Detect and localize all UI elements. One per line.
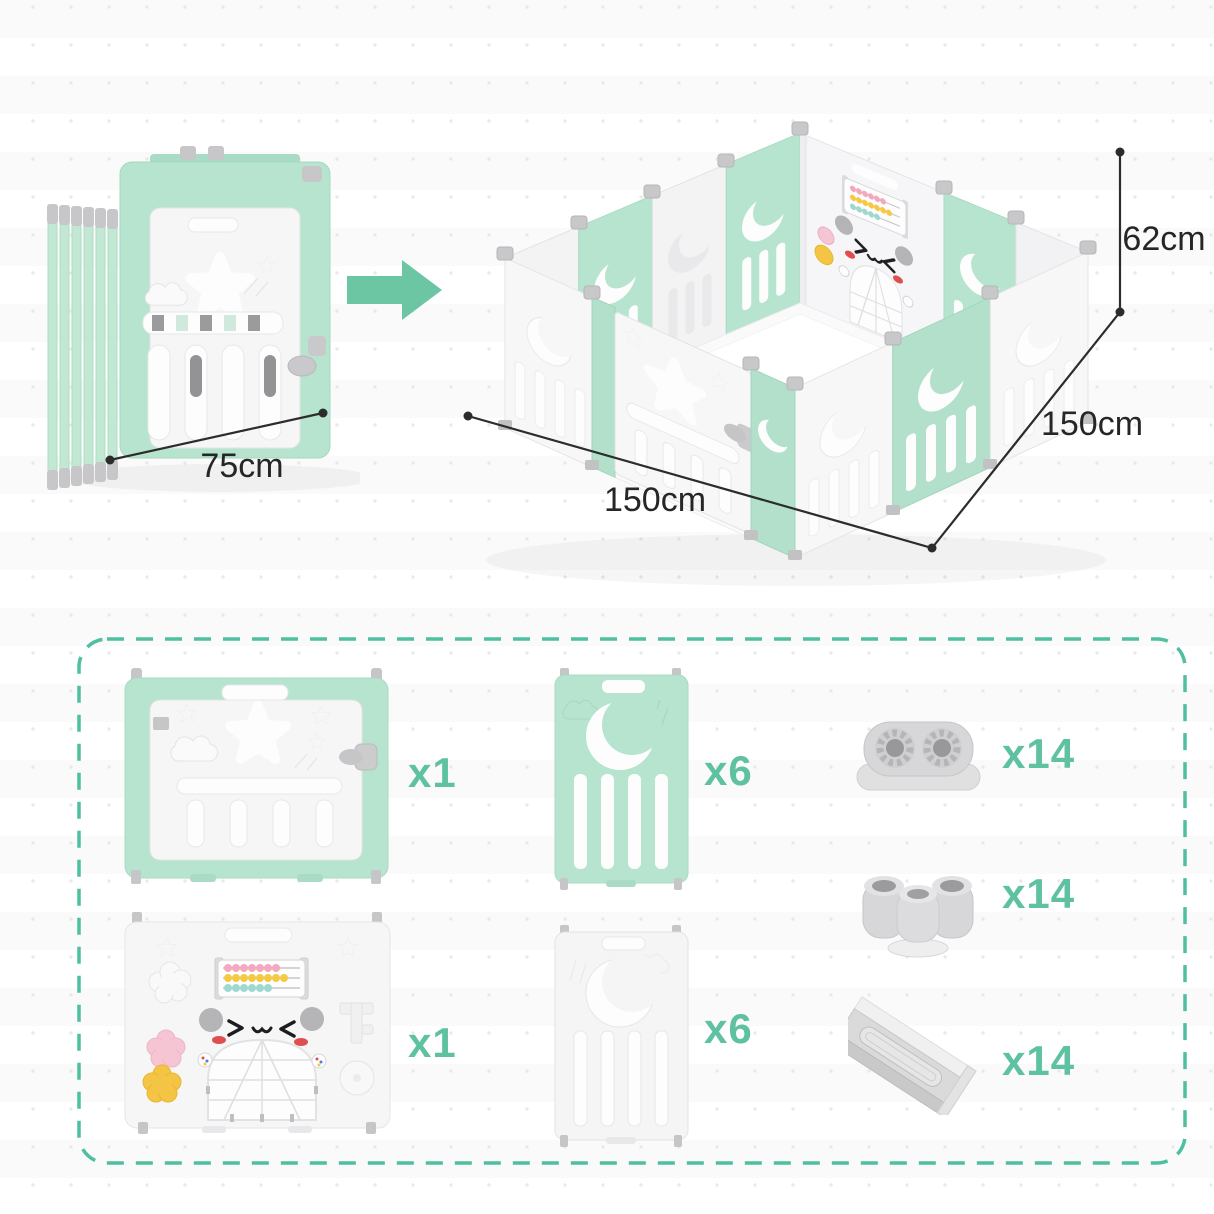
assembled-playpen-illustration: 150cm 150cm 62cm: [463, 121, 1206, 560]
socket-foot-connector-part: [856, 721, 981, 791]
handle-slot: [224, 927, 293, 943]
net-dome: [197, 1038, 327, 1122]
qty-mint-moon-panel: x6: [704, 747, 753, 794]
parts-box-border: [77, 637, 1187, 1165]
moon-cutout-icon: [586, 695, 662, 770]
foot-clips: [498, 414, 1095, 560]
socket-left: [875, 728, 915, 768]
abacus-toy: [214, 957, 309, 1000]
yellow-flower-toy: [142, 1064, 182, 1103]
door-latch: [287, 355, 317, 377]
t-shape-emboss: [339, 1002, 374, 1044]
oval-slot: [859, 1026, 943, 1087]
folded-front-panel: [119, 146, 331, 459]
panel-slats: [574, 774, 668, 869]
panda-activity-wall-panel: [814, 164, 914, 344]
tube-connector-part: [862, 876, 974, 958]
star-door-panel-part: [124, 668, 389, 884]
star-door: [614, 312, 755, 534]
cloud-emboss-icon: [148, 961, 192, 1004]
folded-playpen-illustration: 75cm: [47, 146, 360, 492]
door-latch: [339, 749, 363, 765]
height-label: 62cm: [1122, 220, 1205, 258]
panda-activity-panel-part: [124, 912, 391, 1134]
qty-tube-connector: x14: [1002, 870, 1076, 917]
qty-socket-foot: x14: [1002, 730, 1076, 777]
side-depth-label: 150cm: [1041, 405, 1143, 443]
shooting-star-emboss-icon: [243, 256, 276, 297]
handle-slot: [601, 936, 646, 951]
latch-bracket: [308, 336, 326, 356]
folded-width-dimension: 75cm: [105, 408, 328, 485]
slot-interior: [152, 315, 260, 331]
door-latch: [724, 423, 746, 443]
assembled-dimensions: 150cm 150cm 62cm: [463, 147, 1206, 553]
front-right-wall: [794, 251, 1089, 559]
angle-bracket-connector-part: [848, 996, 977, 1115]
handle-slot: [187, 217, 239, 233]
pink-flower-toy: [817, 226, 835, 245]
yellow-flower-toy: [814, 244, 834, 266]
qty-panda-panel: x1: [408, 1019, 457, 1066]
corner-clips: [496, 121, 1097, 391]
qty-white-moon-panel: x6: [704, 1005, 753, 1052]
shooting-star-emboss-icon: [294, 733, 326, 771]
white-moon-panel-part: [554, 925, 689, 1147]
mint-moon-panel-part: [554, 668, 689, 890]
panda-face: [199, 1007, 324, 1046]
handle-slot: [602, 680, 645, 693]
shooting-star-emboss-icon: [569, 958, 587, 984]
socket-right: [922, 728, 962, 768]
folded-width-label: 75cm: [200, 447, 283, 485]
pink-flower-toy: [146, 1029, 186, 1068]
moon-cutout-icon: [585, 952, 662, 1028]
arrow-right-icon: [347, 260, 442, 320]
folded-panel-edges: [47, 204, 118, 490]
front-width-label: 150cm: [604, 481, 706, 519]
panel-slats: [573, 1030, 669, 1127]
folded-shadow: [65, 464, 360, 492]
panda-face: [835, 215, 913, 284]
qty-door-panel: x1: [408, 749, 457, 796]
door-slats: [147, 344, 282, 441]
qty-bracket-connector: x14: [1002, 1037, 1076, 1084]
front-left-wall: [504, 257, 796, 559]
